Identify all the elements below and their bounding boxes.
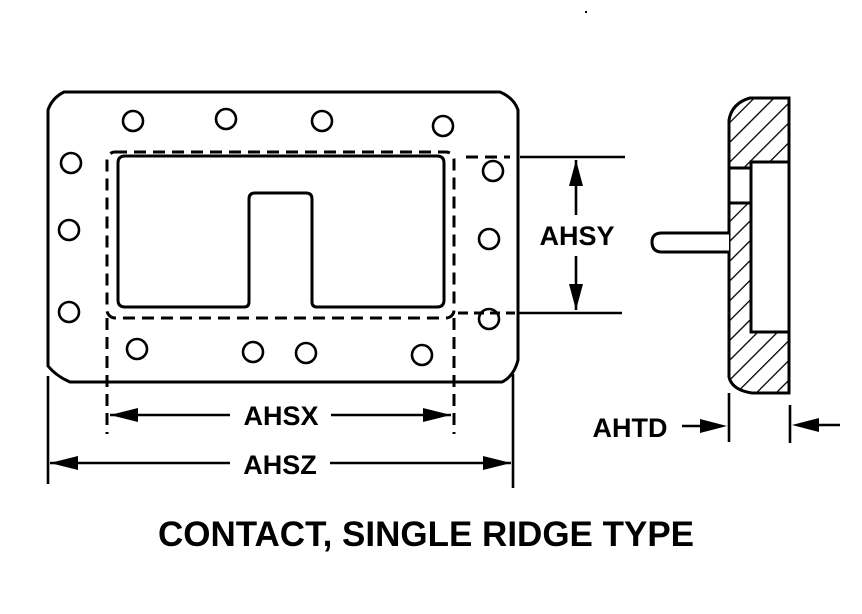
ahsz-arrow-left-icon	[50, 456, 78, 470]
section-gap	[727, 166, 753, 205]
section-recess	[749, 160, 791, 334]
bolt-holes	[57, 107, 505, 367]
ahsx-arrow-right-icon	[423, 408, 451, 422]
ahsy-arrow-up-icon	[569, 160, 583, 186]
locating-pin	[650, 231, 729, 254]
bolt-hole	[214, 107, 238, 131]
ahsy-arrow-down-icon	[569, 284, 583, 310]
side-view	[650, 96, 791, 395]
bolt-hole	[57, 218, 81, 242]
bolt-hole	[59, 151, 83, 175]
bolt-hole	[431, 114, 455, 138]
bolt-hole	[481, 159, 505, 183]
waveguide-aperture	[116, 154, 446, 309]
ahtd-arrow-right-icon	[700, 419, 727, 433]
bolt-hole	[477, 227, 501, 251]
bolt-hole	[241, 340, 265, 364]
ahsx-arrow-left-icon	[110, 408, 138, 422]
front-view	[46, 90, 520, 434]
ahsx-label: AHSX	[243, 401, 318, 431]
bolt-hole	[294, 341, 318, 365]
ahsz-arrow-right-icon	[483, 456, 511, 470]
bolt-hole	[477, 307, 501, 331]
ahsz-label: AHSZ	[243, 450, 317, 480]
bolt-hole	[121, 109, 145, 133]
labels: AHSY AHSX AHSZ AHTD CONTACT, SINGLE RIDG…	[158, 221, 694, 554]
dimensions	[46, 155, 840, 488]
flange-outline	[46, 90, 520, 384]
bolt-hole	[57, 300, 81, 324]
stray-dot	[585, 11, 587, 13]
contact-boundary-dashed	[105, 150, 456, 320]
bolt-hole	[125, 337, 149, 361]
ahsy-label: AHSY	[539, 221, 614, 251]
bolt-hole	[410, 343, 434, 367]
ahtd-arrow-left-icon	[792, 418, 819, 432]
ahtd-label: AHTD	[593, 413, 668, 443]
diagram-title: CONTACT, SINGLE RIDGE TYPE	[158, 515, 694, 554]
bolt-hole	[310, 109, 334, 133]
